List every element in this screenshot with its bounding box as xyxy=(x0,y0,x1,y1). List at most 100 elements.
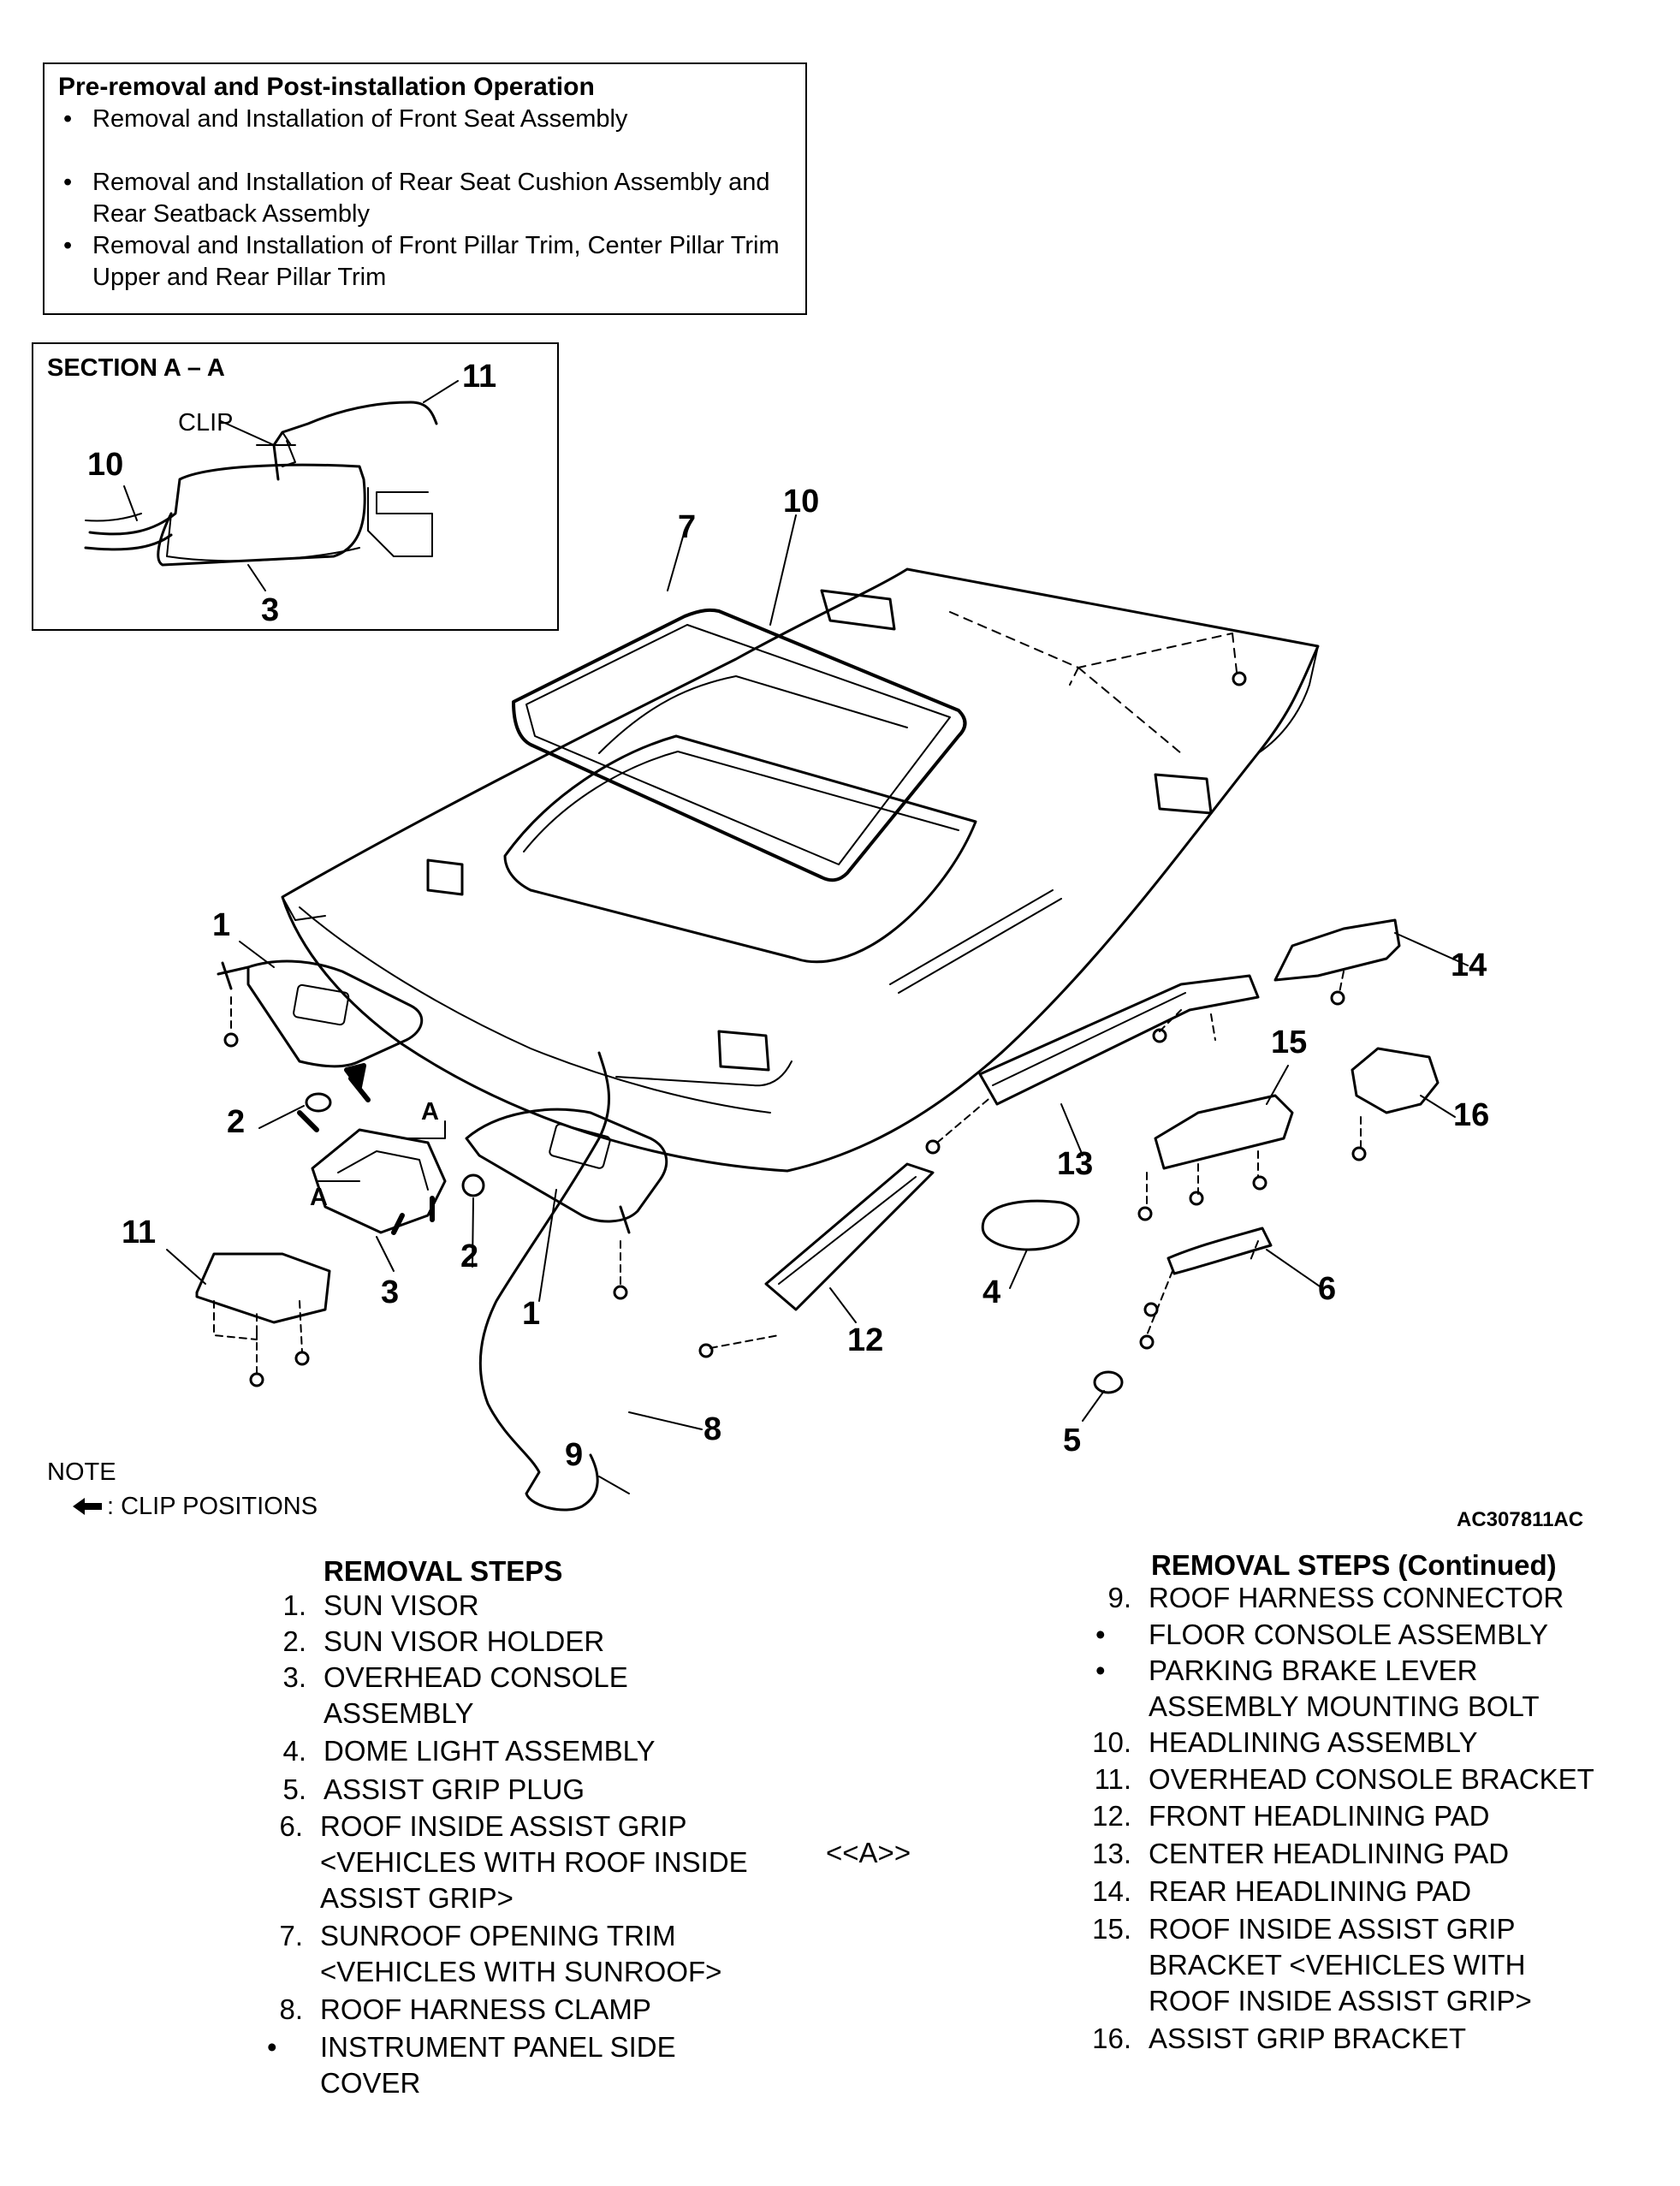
step-number: 8. xyxy=(279,1993,303,2025)
arrow-left-icon xyxy=(73,1498,102,1515)
assist-grip-plug-shape xyxy=(1093,1370,1124,1394)
step-text: SUN VISOR xyxy=(324,1589,479,1621)
step-text: PARKING BRAKE LEVER xyxy=(1149,1654,1478,1686)
step-text: ROOF INSIDE ASSIST GRIP> xyxy=(1149,1985,1532,2017)
sun-visor-right-shape xyxy=(465,1108,668,1223)
front-headlining-pad-shape xyxy=(764,1162,935,1311)
note-legend-text: : CLIP POSITIONS xyxy=(107,1493,318,1520)
pre-removal-box: Pre-removal and Post-installation Operat… xyxy=(43,62,807,315)
step-number: 13. xyxy=(1092,1838,1131,1869)
callout-10: 10 xyxy=(783,484,819,520)
overhead-console-shape xyxy=(311,1128,447,1234)
step-text: <VEHICLES WITH ROOF INSIDE xyxy=(320,1846,748,1878)
step-bullet: • xyxy=(1095,1619,1106,1650)
assist-grip-bracket-15-shape xyxy=(1154,1094,1294,1170)
callout-7: 7 xyxy=(678,509,696,545)
step-text: ASSIST GRIP BRACKET xyxy=(1149,2023,1467,2054)
removal-steps-continued-title: REMOVAL STEPS (Continued) xyxy=(1151,1549,1557,1581)
step-text: ASSEMBLY MOUNTING BOLT xyxy=(1149,1690,1540,1722)
pre-removal-title: Pre-removal and Post-installation Operat… xyxy=(58,73,595,101)
callout-9: 9 xyxy=(565,1437,583,1473)
step-text: ROOF INSIDE ASSIST GRIP xyxy=(1149,1913,1516,1945)
step-number: 2. xyxy=(282,1625,306,1657)
section-mark-a-bottom: A xyxy=(310,1184,328,1211)
step-bullet: • xyxy=(1095,1654,1106,1686)
section-drawing xyxy=(84,401,438,567)
callout-12: 12 xyxy=(847,1322,883,1358)
step-text: FRONT HEADLINING PAD xyxy=(1149,1800,1490,1832)
step-number: 16. xyxy=(1092,2023,1131,2054)
step-text: HEADLINING ASSEMBLY xyxy=(1149,1726,1478,1758)
pre-removal-list: Removal and Installation of Front Seat A… xyxy=(58,104,792,294)
callout-11: 11 xyxy=(122,1215,156,1250)
sunroof-trim-shape xyxy=(512,608,967,882)
section-title: SECTION A – A xyxy=(47,354,225,382)
step-number: 4. xyxy=(282,1735,306,1767)
callout-1-right: 1 xyxy=(522,1296,540,1332)
step-text: OVERHEAD CONSOLE BRACKET xyxy=(1149,1763,1594,1795)
step-text: SUNROOF OPENING TRIM xyxy=(320,1920,676,1951)
headlining-shape xyxy=(281,567,1320,1173)
callout-8: 8 xyxy=(703,1411,721,1447)
callout-15: 15 xyxy=(1271,1025,1307,1060)
sun-visor-left-shape xyxy=(246,959,424,1068)
step-text: ASSIST GRIP> xyxy=(320,1882,513,1914)
callout-16: 16 xyxy=(1453,1097,1489,1133)
assist-grip-shape xyxy=(1167,1227,1273,1275)
step-number: 14. xyxy=(1092,1875,1131,1907)
step-text: COVER xyxy=(320,2067,421,2099)
overhead-console-bracket-shape xyxy=(195,1252,331,1324)
pre-removal-item: Removal and Installation of Rear Seat Cu… xyxy=(58,167,803,230)
callout-4: 4 xyxy=(982,1274,1000,1310)
step-text: INSTRUMENT PANEL SIDE xyxy=(320,2031,676,2063)
callout-6: 6 xyxy=(1318,1271,1336,1307)
step-text: OVERHEAD CONSOLE xyxy=(324,1661,628,1693)
step-number: 10. xyxy=(1092,1726,1131,1758)
step-text: ROOF INSIDE ASSIST GRIP xyxy=(320,1810,687,1842)
section-mark-a-top: A xyxy=(421,1098,439,1126)
step-bullet: • xyxy=(267,2031,277,2063)
step-number: 3. xyxy=(282,1661,306,1693)
step-number: 9. xyxy=(1107,1582,1131,1613)
figure-reference-code: AC307811AC xyxy=(1457,1508,1584,1531)
step-number: 7. xyxy=(279,1920,303,1951)
step-text: DOME LIGHT ASSEMBLY xyxy=(324,1735,656,1767)
removal-steps-title: REMOVAL STEPS xyxy=(324,1555,563,1587)
callout-3: 3 xyxy=(381,1274,399,1310)
callout-2-right: 2 xyxy=(460,1239,478,1274)
step-text: ASSEMBLY xyxy=(324,1697,474,1729)
step-text: ROOF HARNESS CONNECTOR xyxy=(1149,1582,1564,1613)
step-text: REAR HEADLINING PAD xyxy=(1149,1875,1472,1907)
note-block: NOTE : CLIP POSITIONS xyxy=(47,1455,318,1524)
step-number: 15. xyxy=(1092,1913,1131,1945)
note-legend: : CLIP POSITIONS xyxy=(47,1489,318,1524)
callout-1-left: 1 xyxy=(212,907,230,943)
dome-light-shape xyxy=(981,1199,1080,1251)
step-text: <VEHICLES WITH SUNROOF> xyxy=(320,1956,722,1987)
step-number: 5. xyxy=(282,1773,306,1805)
step-number: 1. xyxy=(282,1589,306,1621)
step-text: ROOF HARNESS CLAMP xyxy=(320,1993,651,2025)
step-number: 6. xyxy=(279,1810,303,1842)
callout-5: 5 xyxy=(1063,1423,1081,1458)
callout-2-left: 2 xyxy=(227,1104,245,1140)
assist-grip-bracket-16-shape xyxy=(1351,1047,1440,1114)
step-text: SUN VISOR HOLDER xyxy=(324,1625,605,1657)
step-text: BRACKET <VEHICLES WITH xyxy=(1149,1949,1526,1981)
center-headlining-pad-shape xyxy=(978,974,1260,1106)
callout-14: 14 xyxy=(1451,947,1487,983)
section-clip-label: CLIP xyxy=(178,409,233,437)
section-callout-11: 11 xyxy=(462,359,496,395)
step-number: 11. xyxy=(1094,1763,1131,1795)
pre-removal-item: Removal and Installation of Front Pillar… xyxy=(58,230,803,294)
note-title: NOTE xyxy=(47,1458,116,1486)
section-callout-10: 10 xyxy=(87,447,123,483)
rear-headlining-pad-shape xyxy=(1273,918,1401,982)
procedure-reference-a: <<A>> xyxy=(826,1837,911,1868)
callout-13: 13 xyxy=(1057,1146,1093,1182)
pre-removal-item: Removal and Installation of Front Seat A… xyxy=(58,104,792,135)
section-a-a-box: SECTION A – A xyxy=(32,342,559,631)
step-text: CENTER HEADLINING PAD xyxy=(1149,1838,1510,1869)
section-callout-3: 3 xyxy=(261,592,279,628)
